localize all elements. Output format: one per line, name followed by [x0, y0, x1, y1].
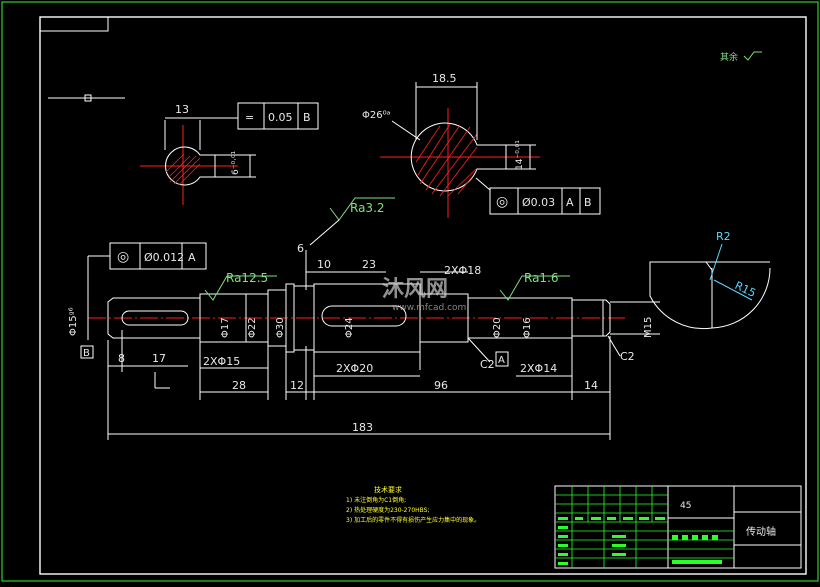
drawing-title: 传动轴: [746, 525, 776, 538]
surface-note: 其余: [720, 51, 738, 63]
dim-18-5: 18.5: [432, 72, 457, 85]
notes-heading: 技术要求: [374, 485, 402, 494]
roughness-ra125: Ra12.5: [226, 271, 268, 285]
dim-2x20: 2XΦ20: [336, 362, 373, 375]
dim-183: 183: [352, 421, 373, 434]
dim-14-keyway: 14⁻⁰·⁰¹: [515, 140, 525, 170]
roughness-ra32: Ra3.2: [350, 201, 385, 215]
watermark-url: www.mfcad.com: [392, 303, 466, 313]
watermark-brand: 沐风网: [382, 277, 448, 302]
dim-phi30: Φ30: [275, 317, 286, 338]
inner-frame: [39, 16, 807, 575]
section-view-1: 13 6⁻⁰·⁰¹ = 0.05 B: [140, 102, 319, 205]
datum-a: A: [498, 355, 505, 366]
roughness-symbol: [743, 51, 762, 61]
note-2: 2) 热处理硬度为230-270HBS;: [346, 506, 430, 514]
title-block-grid: [555, 486, 734, 568]
tolerance-datum-1: B: [303, 111, 311, 124]
dim-r2: R2: [716, 230, 731, 243]
title-block: 45 传动轴: [554, 485, 802, 569]
tolerance-datum-2a: A: [566, 196, 574, 209]
dim-10: 10: [317, 258, 331, 271]
concentricity-symbol: ◎: [496, 194, 508, 210]
dim-phi15: Φ15ᵍ⁶: [68, 307, 79, 336]
roughness-ra16-symbol: [499, 275, 570, 301]
tolerance-value-3: Ø0.012: [144, 251, 184, 264]
symmetry-symbol: =: [245, 111, 254, 124]
dim-2x18: 2XΦ18: [444, 264, 481, 277]
dim-2x15: 2XΦ15: [203, 355, 240, 368]
dim-23: 23: [362, 258, 376, 271]
dim-14: 14: [584, 379, 598, 392]
tolerance-value-1: 0.05: [268, 111, 293, 124]
tolerance-datum-2b: B: [584, 196, 592, 209]
dim-96: 96: [434, 379, 448, 392]
title-block-labels: [558, 517, 722, 565]
tolerance-frame-main: ◎ Ø0.012 A: [87, 242, 207, 340]
section2-hatch: [415, 123, 478, 197]
dim-12: 12: [290, 379, 304, 392]
roughness-ra32-symbol: [329, 197, 395, 221]
material: 45: [680, 501, 691, 511]
datum-a-box: [495, 351, 509, 367]
dim-13: 13: [175, 103, 189, 116]
section1-hatch: [165, 153, 201, 186]
section-view-2: 18.5 Φ26⁰ᵃ 14⁻⁰·⁰¹ ◎ Ø0.03 A B: [362, 72, 601, 218]
marker-box: [84, 94, 92, 102]
dim-17: 17: [152, 352, 166, 365]
dim-28: 28: [232, 379, 246, 392]
technical-notes: 技术要求 1) 未注倒角为C1倒角; 2) 热处理硬度为230-270HBS; …: [346, 485, 480, 524]
detail-outline: [649, 261, 713, 330]
dim-phi16: Φ16: [522, 317, 533, 338]
roughness-ra16: Ra1.6: [524, 271, 559, 285]
shaft-seg-m15: [571, 299, 611, 337]
tolerance-value-2: Ø0.03: [522, 196, 555, 209]
detail-view: R2 R15: [649, 230, 771, 330]
note-1: 1) 未注倒角为C1倒角;: [346, 496, 406, 504]
datum-b-box: [80, 345, 94, 359]
concentricity-symbol-main: ◎: [117, 249, 129, 265]
dim-6-keyway: 6⁻⁰·⁰¹: [231, 150, 241, 175]
dim-phi17: Φ17: [220, 317, 231, 338]
tolerance-frame-concentricity: [489, 187, 601, 215]
corner-box: [39, 16, 109, 32]
dim-6: 6: [297, 242, 304, 255]
dim-8: 8: [118, 352, 125, 365]
note-3: 3) 加工后的零件不得有损伤产生应力集中的现象。: [346, 516, 480, 524]
chamfer-c2-b: C2: [620, 350, 635, 363]
datum-b: B: [83, 348, 90, 359]
roughness-ra125-symbol: [204, 275, 277, 301]
dim-phi24: Φ24: [344, 317, 355, 338]
watermark: 沐风网 www.mfcad.com: [382, 277, 466, 313]
tolerance-datum-3: A: [188, 251, 196, 264]
keyway-2: [321, 305, 407, 327]
chamfer-c2-a: C2: [480, 358, 495, 371]
dim-phi20: Φ20: [492, 317, 503, 338]
dim-phi26: Φ26⁰ᵃ: [362, 110, 391, 121]
shaft-main-view: [88, 283, 625, 353]
title-block-frame: [554, 485, 802, 569]
dim-phi22: Φ22: [247, 317, 258, 338]
dim-m15: M15: [643, 317, 654, 338]
dim-2x14: 2XΦ14: [520, 362, 557, 375]
keyway-1: [121, 310, 189, 326]
tolerance-frame-symmetry: [237, 102, 319, 130]
